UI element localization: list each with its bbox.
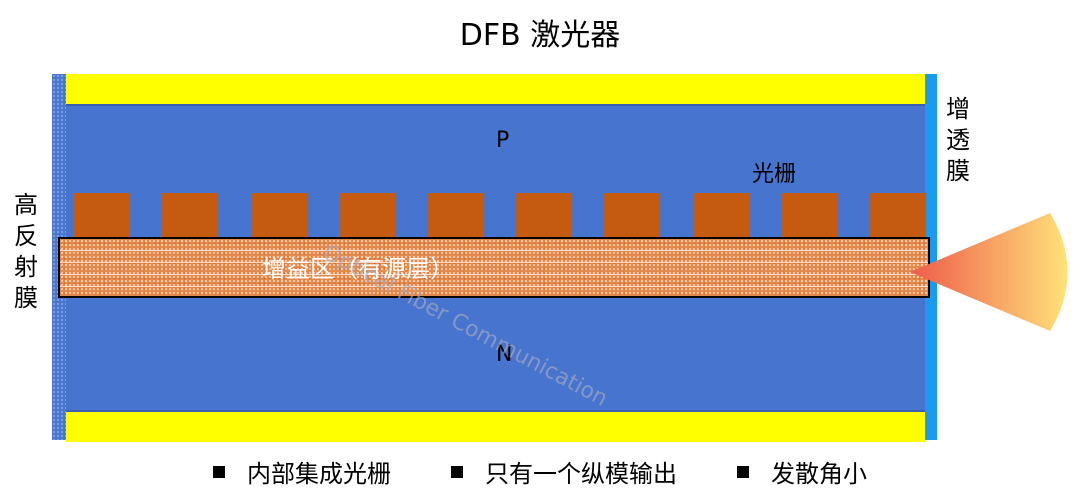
bullet-list: 内部集成光栅 只有一个纵模输出 发散角小	[0, 454, 1080, 489]
bullet-square-icon	[737, 465, 749, 478]
bullet-square-icon	[451, 465, 463, 478]
n-region-label: N	[496, 342, 513, 367]
anti-reflection-label: 增透膜	[946, 95, 970, 185]
grating-tooth	[692, 193, 749, 237]
top-electrode	[66, 74, 925, 106]
grating-tooth	[781, 193, 838, 237]
grating-tooth	[339, 193, 396, 237]
grating-tooth	[869, 193, 926, 237]
bullet-item: 发散角小	[737, 454, 867, 489]
output-beam	[910, 213, 1068, 331]
grating-tooth	[250, 193, 307, 237]
grating-tooth	[74, 193, 130, 237]
active-region	[58, 237, 930, 298]
grating-tooth	[516, 193, 572, 237]
active-region-label: 增益区（有源层）	[262, 255, 454, 283]
anti-reflection-coating	[925, 74, 937, 440]
grating-tooth	[604, 193, 661, 237]
bullet-item: 内部集成光栅	[213, 454, 391, 489]
bullet-text: 只有一个纵模输出	[485, 460, 677, 488]
bottom-electrode	[66, 410, 925, 442]
bullet-item: 只有一个纵模输出	[451, 454, 677, 489]
high-reflection-label: 高反射膜	[14, 191, 38, 312]
diagram-title: DFB 激光器	[459, 18, 621, 53]
bullet-square-icon	[213, 465, 225, 478]
grating-tooth	[162, 193, 219, 237]
bullet-text: 内部集成光栅	[247, 460, 391, 488]
grating-label: 光栅	[752, 162, 797, 187]
grating-tooth	[427, 193, 484, 237]
bullet-text: 发散角小	[771, 460, 867, 488]
p-region-label: P	[496, 128, 510, 153]
